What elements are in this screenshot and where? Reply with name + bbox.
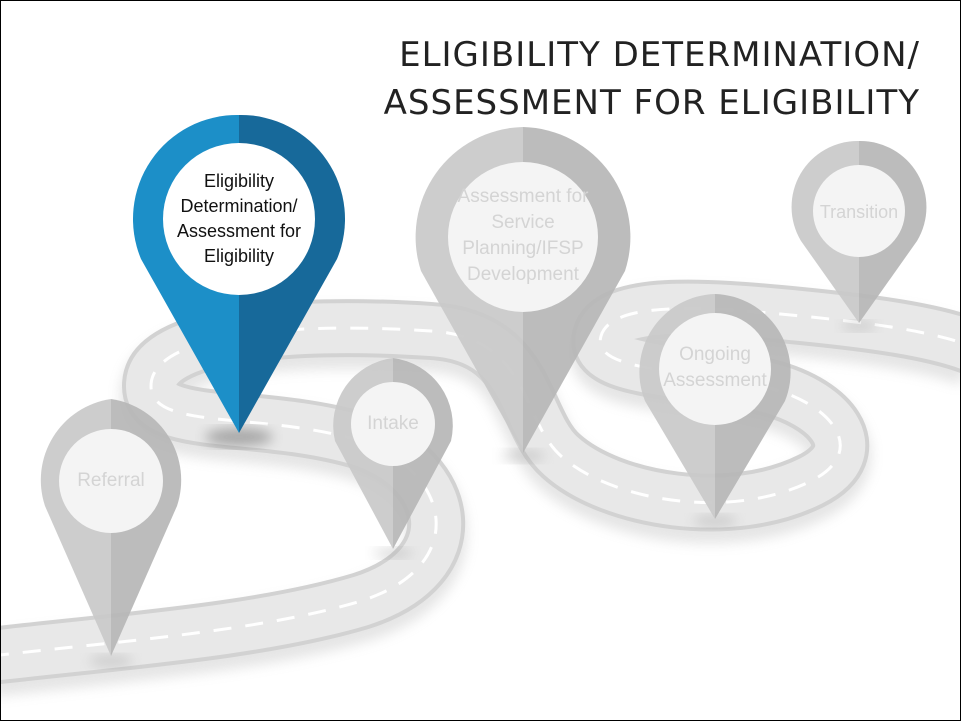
pin-assessment-service[interactable]	[415, 127, 631, 462]
pin-eligibility[interactable]	[132, 114, 346, 446]
slide-title-line-1: ELIGIBILITY DETERMINATION/	[399, 35, 920, 75]
pin-label-referral: Referral	[77, 470, 145, 491]
pin-assessment-service-face	[448, 162, 598, 312]
slide-title: ELIGIBILITY DETERMINATION/ ASSESSMENT FO…	[300, 31, 920, 127]
pin-label-assessment-service: Assessment for Service Planning/IFSP Dev…	[457, 186, 589, 285]
pin-label-eligibility: Eligibility Determination/ Assessment fo…	[176, 171, 302, 266]
pin-intake-face	[351, 382, 435, 466]
pin-referral[interactable]	[40, 399, 182, 667]
pin-ongoing-face	[659, 313, 771, 425]
pin-intake[interactable]	[333, 358, 453, 558]
pin-ongoing[interactable]	[639, 294, 791, 527]
pin-transition[interactable]	[791, 140, 927, 331]
pin-label-intake: Intake	[367, 413, 419, 434]
pin-label-ongoing: Ongoing Assessment	[663, 344, 767, 391]
pin-referral-face	[59, 429, 163, 533]
pin-eligibility-face	[163, 143, 315, 295]
pin-label-transition: Transition	[819, 201, 899, 222]
pin-transition-face	[813, 165, 905, 257]
road-dashes	[1, 307, 960, 657]
slide-title-line-2: ASSESSMENT FOR ELIGIBILITY	[383, 83, 920, 123]
